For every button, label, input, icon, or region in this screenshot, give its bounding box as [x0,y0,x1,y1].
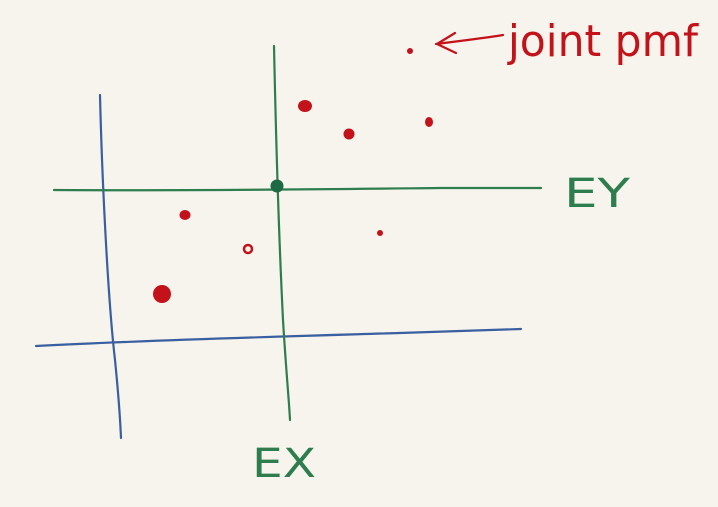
left-arrow-icon [434,31,505,55]
ex-vertical-line [272,44,292,422]
ey-horizontal-line [52,186,543,192]
pmf-point [377,230,383,236]
legend-joint-pmf-label: joint pmf [507,16,699,67]
mean-point [270,179,284,193]
x-axis-line [34,327,523,348]
legend-sample-point [407,48,413,54]
ey-label: EY [564,171,631,217]
pmf-point [242,243,254,255]
pmf-point [153,285,171,303]
joint-pmf-points [153,48,433,303]
pmf-point [343,128,355,140]
pmf-point [298,100,312,112]
ex-label: EX [252,441,316,487]
pmf-point [179,210,191,220]
pmf-point [425,117,433,127]
y-axis-line [98,93,123,440]
